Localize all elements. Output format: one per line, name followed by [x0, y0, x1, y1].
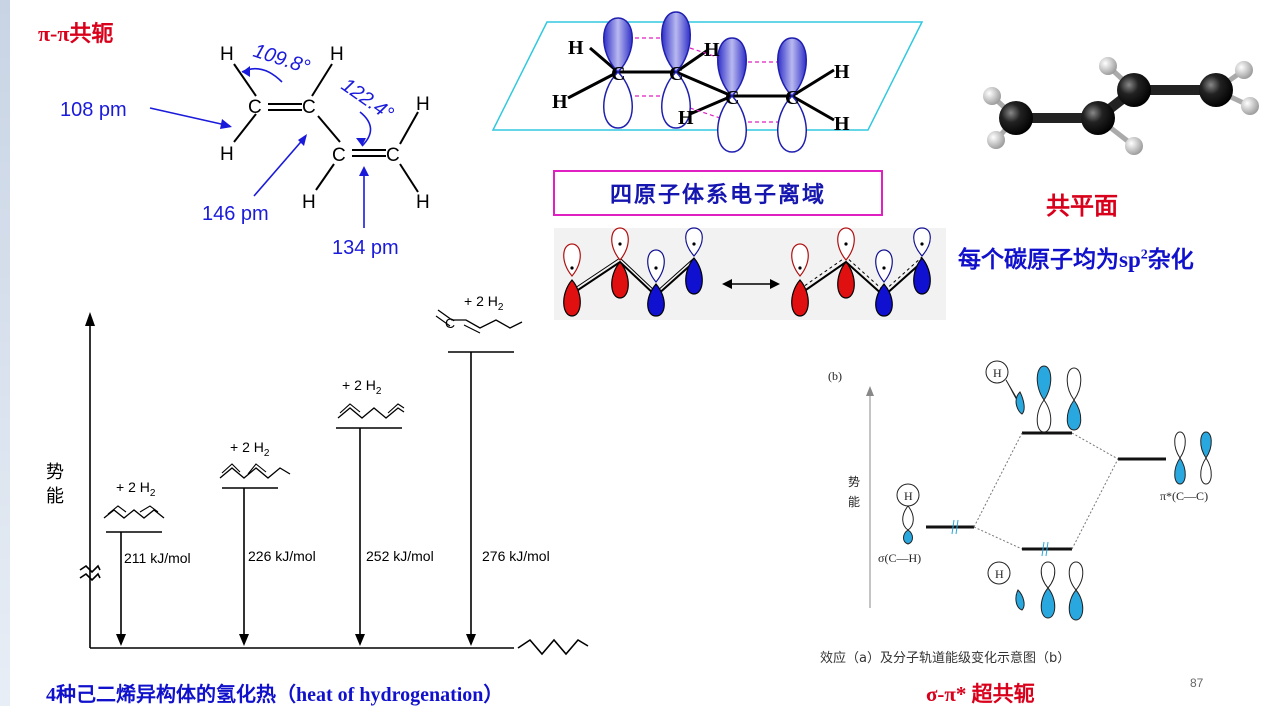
hydrogen-atom: H	[302, 192, 316, 213]
sp2-prefix: 每个碳原子均为sp	[958, 247, 1141, 272]
carbon-4: C	[386, 145, 400, 166]
mo-caption: 效应（a）及分子轨道能级变化示意图（b）	[820, 650, 1070, 666]
coplanar-label: 共平面	[1046, 194, 1118, 220]
bond-length-ch: 108 pm	[60, 99, 127, 121]
mo-axis-label-2: 能	[848, 495, 860, 509]
hydrogen-atom: H	[220, 44, 234, 65]
hyperconjugation-title: σ-π* 超共轭	[926, 682, 1035, 706]
plane-carbon: C	[669, 63, 683, 85]
plane-hydrogen: H	[834, 113, 850, 135]
energy-axis-label-1: 势	[46, 462, 64, 483]
energy-axis-label-2: 能	[46, 486, 64, 507]
plus-h2-label: + 2 H2	[342, 377, 382, 397]
plane-carbon: C	[785, 87, 799, 109]
plus-h2-label: + 2 H2	[116, 479, 156, 499]
hydrogen-atom: H	[330, 44, 344, 65]
sigma-ch-label: σ(C—H)	[878, 551, 921, 565]
sp2-suffix: 杂化	[1147, 247, 1194, 272]
heat-value-4: 276 kJ/mol	[482, 548, 550, 564]
plane-hydrogen: H	[568, 37, 584, 59]
page-number: 87	[1190, 676, 1204, 690]
mo-panel-label: (b)	[828, 369, 842, 383]
four-atom-delocalization-box: 四原子体系电子离域	[553, 170, 883, 216]
heat-value-1: 211 kJ/mol	[124, 550, 191, 566]
plane-carbon: C	[611, 63, 625, 85]
hydrogen-atom: H	[416, 192, 430, 213]
bond-length-single: 146 pm	[202, 203, 269, 225]
plane-hydrogen: H	[704, 39, 720, 61]
mo-hydrogen: H	[993, 366, 1002, 380]
plus-h2-label: + 2 H2	[230, 439, 270, 459]
sp2-superscript: 2	[1140, 247, 1148, 263]
plus-h2-label: + 2 H2	[464, 293, 504, 313]
plane-hydrogen: H	[552, 91, 568, 113]
plane-hydrogen: H	[678, 107, 694, 129]
heat-value-3: 252 kJ/mol	[366, 548, 434, 564]
hydrogenation-caption: 4种己二烯异构体的氢化热（heat of hydrogenation）	[46, 684, 504, 706]
mo-hydrogen: H	[995, 567, 1004, 581]
delocalization-label: 四原子体系电子离域	[609, 182, 826, 207]
hydrogen-atom: H	[416, 94, 430, 115]
mo-axis-label-1: 势	[848, 475, 860, 489]
mo-hydrogen: H	[904, 489, 913, 503]
left-edge-bar	[0, 0, 10, 706]
sp2-hybridization-label: 每个碳原子均为sp2杂化	[958, 240, 1194, 274]
carbon-3: C	[332, 145, 346, 166]
bond-length-double: 134 pm	[332, 237, 399, 259]
carbon-2: C	[302, 97, 316, 118]
heat-value-2: 226 kJ/mol	[248, 548, 316, 564]
pi-star-label: π*(C—C)	[1160, 489, 1208, 503]
carbon-1: C	[248, 97, 262, 118]
hydrogen-atom: H	[220, 144, 234, 165]
plane-hydrogen: H	[834, 61, 850, 83]
pi-pi-conjugation-title: π-π共轭	[38, 21, 114, 46]
allene-carbon: C	[445, 315, 455, 331]
plane-carbon: C	[725, 87, 739, 109]
